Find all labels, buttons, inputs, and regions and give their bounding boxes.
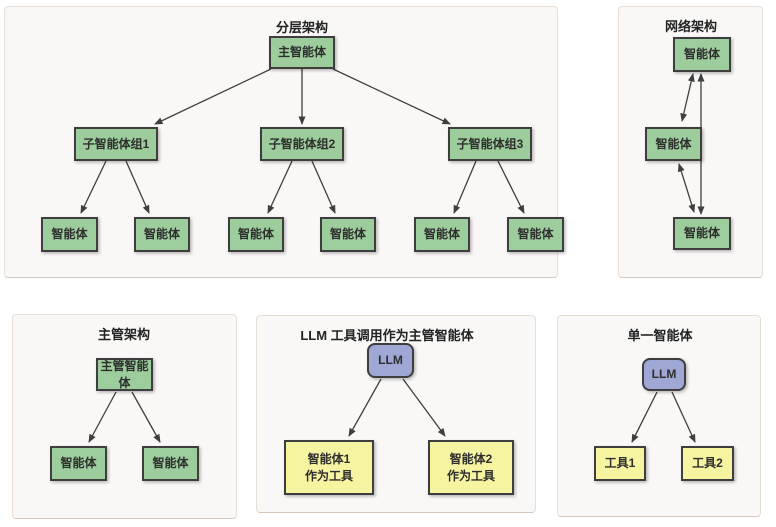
panel-title-single-agent: 单一智能体 [627, 328, 693, 343]
single-agent-arrows [631, 391, 696, 443]
agent-as-tool-node-1: 智能体1 作为工具 [284, 440, 374, 495]
agent-as-tool-label: 作为工具 [446, 468, 495, 483]
panel-title-llm-tools: LLM 工具调用作为主管智能体 [300, 328, 474, 343]
supervisor-agent-node: 主管智能体 [96, 358, 153, 391]
network-agent-node-2: 智能体 [645, 127, 702, 161]
agent-node-6: 智能体 [507, 217, 564, 252]
panel-network: 网络架构 智能体 智能体 智能体 [618, 6, 763, 278]
subgroup-node-3: 子智能体组3 [448, 127, 532, 161]
agent-as-tool-name: 智能体2 [449, 452, 493, 467]
agent-node-5: 智能体 [414, 217, 470, 252]
panel-title-network: 网络架构 [664, 19, 717, 34]
agent-node-4: 智能体 [320, 217, 376, 252]
subgroup-node-2: 子智能体组2 [260, 127, 344, 161]
panel-llm-tools: LLM 工具调用作为主管智能体 LLM 智能体1 作为工具 智能体2 作为工具 [256, 315, 536, 513]
main-agent-node: 主智能体 [269, 36, 335, 69]
agent-as-tool-node-2: 智能体2 作为工具 [428, 440, 514, 495]
agent-as-tool-label: 作为工具 [304, 468, 353, 483]
network-agent-node-3: 智能体 [673, 217, 731, 250]
agent-as-tool-name: 智能体1 [307, 452, 351, 467]
tool-node-2: 工具2 [681, 446, 734, 481]
panel-title-hierarchical: 分层架构 [275, 20, 328, 35]
llm-node: LLM [642, 358, 686, 391]
llm-node: LLM [367, 343, 414, 378]
network-agent-node-1: 智能体 [673, 37, 731, 72]
agent-node-1: 智能体 [41, 217, 98, 252]
tool-node-1: 工具1 [594, 446, 646, 481]
subgroup-node-1: 子智能体组1 [74, 127, 158, 161]
agent-node-2: 智能体 [134, 217, 190, 252]
supervisor-arrows [88, 391, 161, 443]
agent-node-3: 智能体 [228, 217, 284, 252]
supervised-agent-node-2: 智能体 [142, 446, 199, 481]
panel-single-agent: 单一智能体 LLM 工具1 工具2 [557, 315, 761, 517]
supervised-agent-node-1: 智能体 [50, 446, 107, 481]
panel-hierarchical: 分层架构 主智能体 子智能体组1 子智能体组2 子智能体组3 智能体 智能体 智… [4, 6, 564, 278]
panel-supervisor: 主管架构 主管智能体 智能体 智能体 [12, 314, 237, 519]
panel-title-supervisor: 主管架构 [97, 327, 150, 342]
